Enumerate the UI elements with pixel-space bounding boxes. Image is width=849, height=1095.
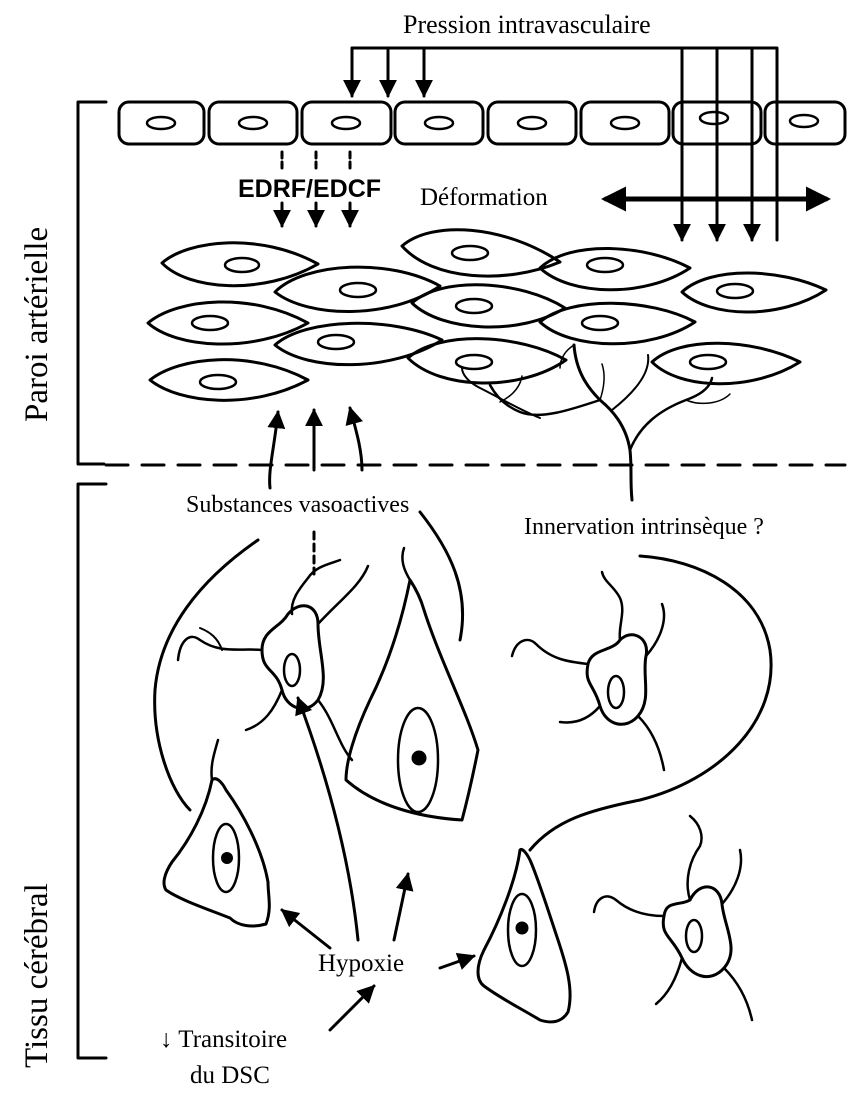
edrf-label: EDRF/EDCF bbox=[238, 175, 381, 203]
endothelium-row bbox=[117, 100, 847, 146]
tissu-label: Tissu cérébral bbox=[19, 883, 55, 1068]
vasoactive-label: Substances vasoactives bbox=[186, 492, 409, 518]
brain-cells bbox=[153, 510, 773, 1024]
smooth-muscle-cells bbox=[146, 228, 828, 402]
dsc-label: du DSC bbox=[190, 1062, 270, 1089]
deformation-label: Déformation bbox=[420, 184, 548, 211]
edrf-arrows bbox=[273, 150, 359, 228]
pressure-label: Pression intravasculaire bbox=[403, 10, 651, 39]
tissu-bracket bbox=[76, 482, 108, 1060]
paroi-label: Paroi artérielle bbox=[19, 227, 55, 422]
innervation-label: Innervation intrinsèque ? bbox=[524, 514, 764, 540]
paroi-bracket bbox=[76, 100, 108, 466]
hypoxie-label: Hypoxie bbox=[318, 950, 404, 977]
transitoire-label: ↓ Transitoire bbox=[160, 1026, 287, 1053]
vasoactive-arrows bbox=[267, 406, 364, 576]
hypoxie-arrows bbox=[280, 696, 476, 1032]
innervation-nerve bbox=[461, 343, 731, 502]
